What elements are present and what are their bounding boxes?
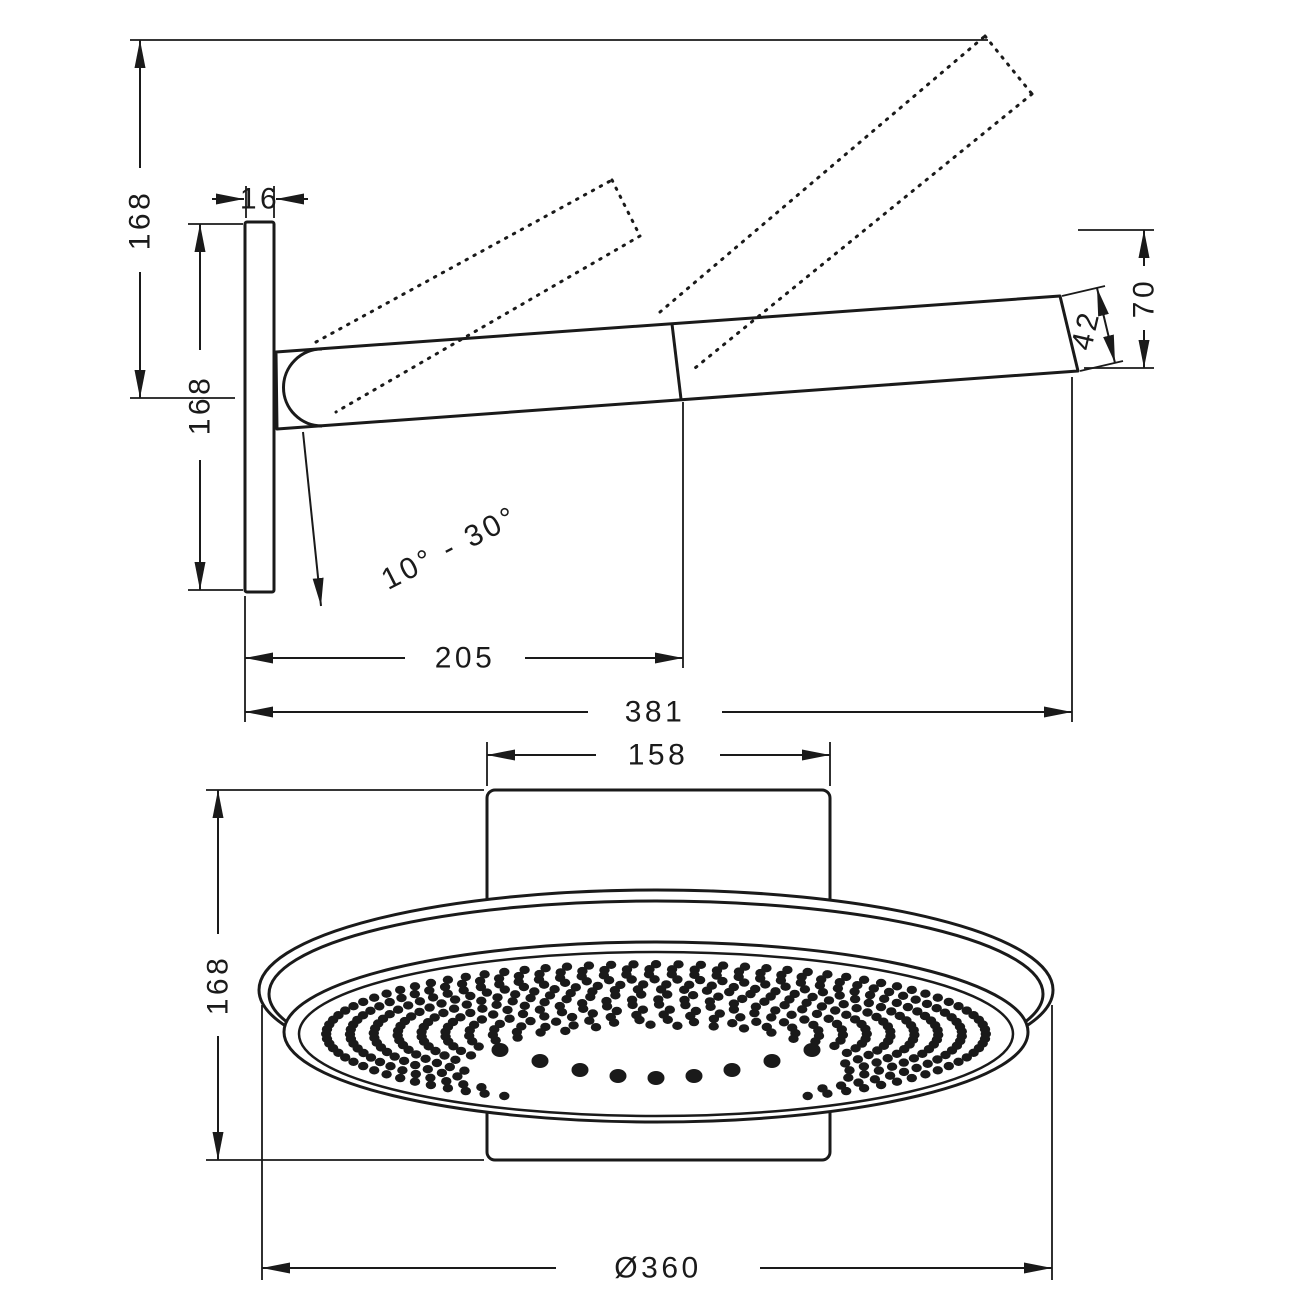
arm-position-dashed-upper	[658, 34, 1034, 370]
dim-total-projection: 381	[244, 377, 1073, 729]
dim-arm-end-width: 42	[1061, 285, 1124, 372]
arm-position-dashed-mid	[314, 178, 642, 414]
dim-diameter: Ø360	[261, 1005, 1053, 1285]
dim-plate-thickness-label: 16	[240, 183, 280, 216]
spray-face	[297, 950, 1015, 1118]
wall-plate	[243, 220, 276, 594]
dim-height-above-arm: 168	[124, 40, 235, 399]
pivot-arc	[282, 347, 323, 428]
dim-tip-rise-label: 70	[1128, 278, 1161, 318]
dim-arm-end-width-label: 42	[1065, 307, 1106, 354]
angle-range-label: 10° - 30°	[376, 499, 524, 596]
front-view: 158 168 Ø360	[202, 739, 1055, 1285]
dim-diameter-label: Ø360	[614, 1252, 701, 1285]
dim-joint-distance: 205	[245, 402, 684, 675]
arm-joint-line	[670, 323, 683, 400]
dim-plate-height: 168	[184, 223, 243, 591]
dim-body-height-label: 168	[202, 955, 235, 1016]
dim-bracket-width-label: 158	[628, 739, 689, 772]
dim-height-above-arm-label: 168	[124, 190, 157, 251]
dim-plate-height-label: 168	[184, 375, 217, 436]
dim-total-projection-label: 381	[625, 696, 686, 729]
nozzle-pattern	[321, 960, 991, 1101]
dim-body-height: 168	[202, 789, 484, 1161]
dim-angle-range: 10° - 30°	[302, 431, 524, 607]
dim-bracket-width: 158	[486, 739, 831, 786]
dim-joint-distance-label: 205	[435, 642, 496, 675]
dim-plate-thickness: 16	[212, 183, 308, 218]
side-view: 168 168 16 10° - 30°	[124, 34, 1161, 729]
